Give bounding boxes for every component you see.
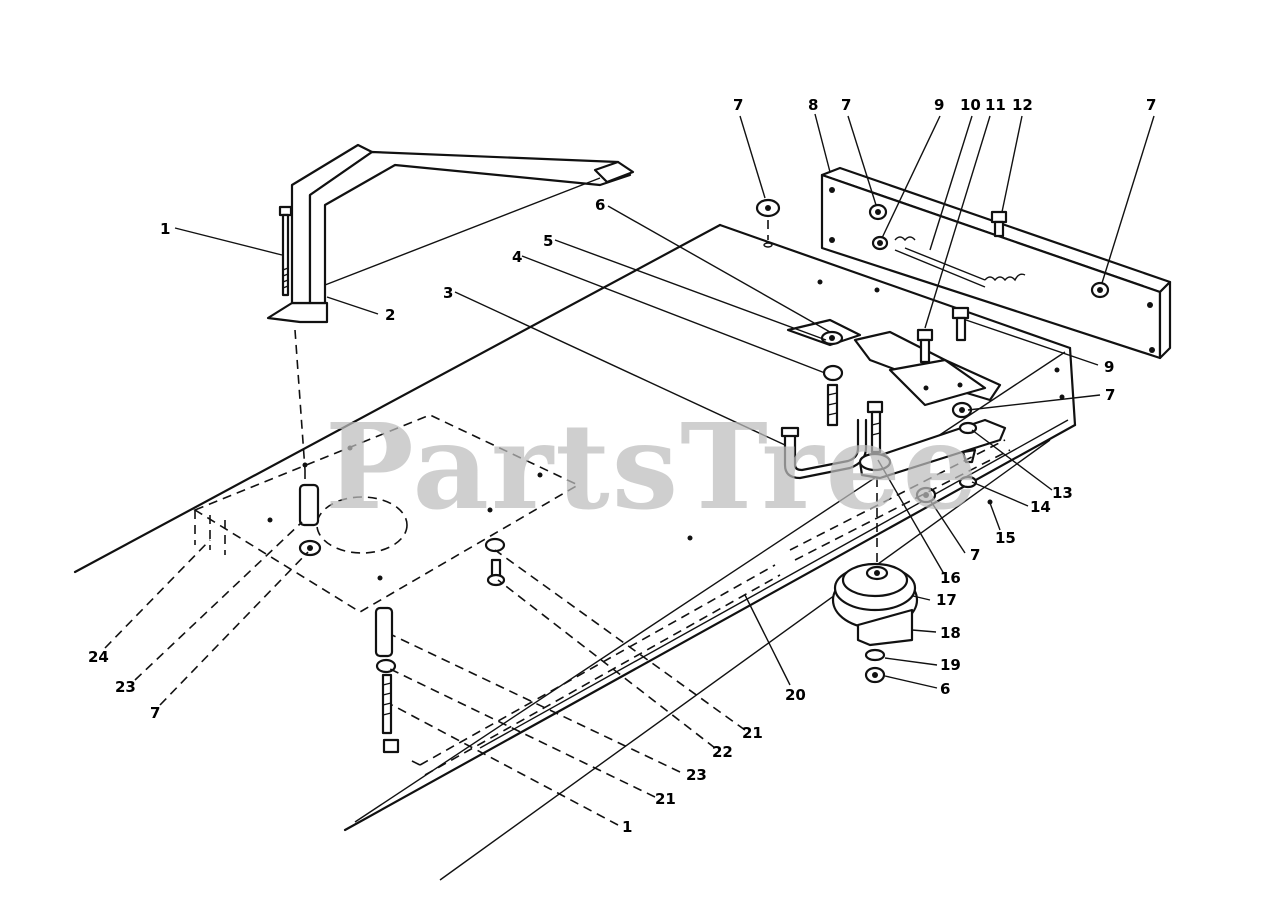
- arm-nuts: [915, 401, 993, 505]
- leader-lines: [104, 113, 1155, 826]
- callout-17: 17: [936, 591, 957, 609]
- idler-pulley: [831, 478, 919, 684]
- callout-6: 6: [940, 680, 950, 698]
- callout-7: 7: [841, 96, 851, 114]
- callout-1: 1: [622, 818, 632, 836]
- callout-9: 9: [1104, 358, 1114, 376]
- callout-12: 12: [1012, 96, 1033, 114]
- lower-spacer-stack: [304, 470, 400, 754]
- callout-24: 24: [88, 648, 109, 666]
- callout-10: 10: [960, 96, 981, 114]
- center-screw-stack: [484, 537, 506, 587]
- deck-plate: [73, 223, 1077, 881]
- lower-plate: [193, 279, 1065, 613]
- callout-13: 13: [1052, 484, 1073, 502]
- callout-22: 22: [712, 743, 733, 761]
- callout-21: 21: [655, 790, 676, 808]
- stud-part-4: [822, 364, 844, 427]
- callout-2: 2: [385, 306, 395, 324]
- callout-11: 11: [985, 96, 1006, 114]
- callout-15: 15: [995, 529, 1016, 547]
- callout-7: 7: [733, 96, 743, 114]
- callout-7: 7: [1105, 386, 1115, 404]
- callout-7: 7: [150, 704, 160, 722]
- callout-8: 8: [808, 96, 818, 114]
- idler-arm: [786, 318, 1002, 407]
- callout-14: 14: [1030, 498, 1051, 516]
- bolt-part-1: [278, 205, 306, 471]
- callout-6: 6: [595, 196, 605, 214]
- callout-4: 4: [512, 248, 522, 266]
- bolts-9-11: [866, 306, 970, 454]
- rod-part-3: [780, 418, 868, 480]
- callout-labels: 1 2 3 4 5 6 7 8 7 9 10 11 12 7 9 7 13 14…: [88, 96, 1156, 836]
- rear-channel: [820, 166, 1172, 360]
- support-bracket: [266, 143, 635, 324]
- callout-9: 9: [934, 96, 944, 114]
- callout-23: 23: [686, 766, 707, 784]
- callout-3: 3: [443, 284, 453, 302]
- callout-1: 1: [160, 220, 170, 238]
- callout-16: 16: [940, 569, 961, 587]
- callout-21: 21: [742, 724, 763, 742]
- watermark-text: PartsTree: [325, 397, 980, 536]
- callout-20: 20: [785, 686, 806, 704]
- callout-7: 7: [970, 546, 980, 564]
- callout-23: 23: [115, 678, 136, 696]
- left-spacer-stack: [298, 483, 322, 557]
- top-nut: [755, 198, 781, 248]
- callout-19: 19: [940, 656, 961, 674]
- callout-7: 7: [1146, 96, 1156, 114]
- callout-5: 5: [543, 232, 553, 250]
- idler-strap: [858, 418, 1007, 480]
- callout-18: 18: [940, 624, 961, 642]
